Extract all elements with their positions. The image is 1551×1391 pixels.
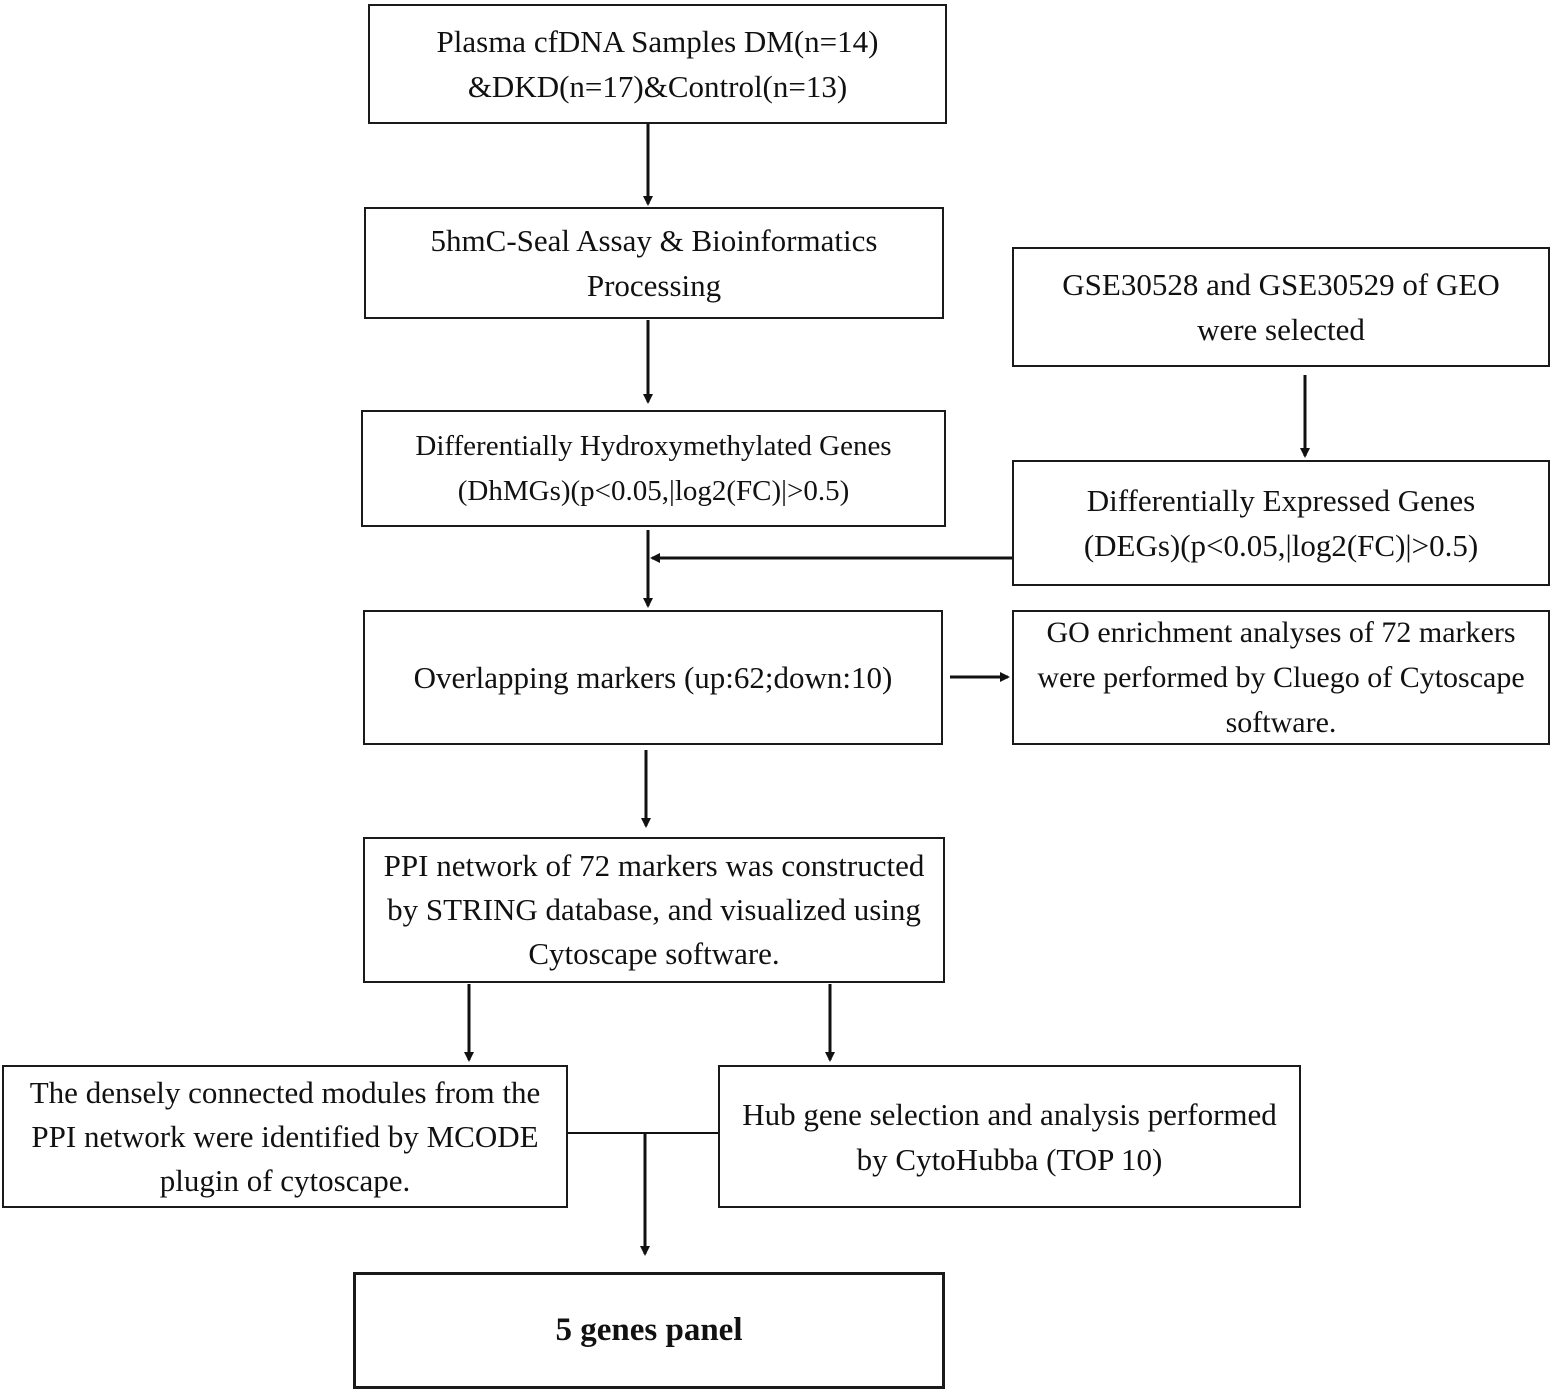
- node-samples-text: Plasma cfDNA Samples DM(n=14) &DKD(n=17)…: [437, 19, 879, 109]
- node-geo: GSE30528 and GSE30529 of GEO were select…: [1012, 247, 1550, 367]
- node-hub-text: Hub gene selection and analysis performe…: [742, 1092, 1277, 1182]
- node-degs-line-2: (DEGs)(p<0.05,|log2(FC)|>0.5): [1083, 528, 1479, 563]
- node-mcode-text: The densely connected modules from the P…: [30, 1071, 540, 1203]
- node-hub: Hub gene selection and analysis performe…: [718, 1065, 1301, 1208]
- node-degs-line-1: Differentially Expressed Genes: [1086, 483, 1476, 518]
- node-dhmgs-text: Differentially Hydroxymethylated Genes (…: [415, 424, 891, 514]
- node-samples-line-2: &DKD(n=17)&Control(n=13): [467, 69, 848, 104]
- node-panel-text: 5 genes panel: [555, 1308, 742, 1353]
- node-degs-text: Differentially Expressed Genes (DEGs)(p<…: [1084, 478, 1478, 568]
- node-mcode-line-2: PPI network were identified by MCODE: [31, 1118, 539, 1154]
- node-assay-text: 5hmC-Seal Assay & Bioinformatics Process…: [431, 218, 878, 308]
- node-panel-line-1: 5 genes panel: [555, 1312, 743, 1348]
- node-mcode-line-3: plugin of cytoscape.: [159, 1162, 411, 1198]
- node-panel: 5 genes panel: [353, 1272, 945, 1389]
- node-ppi-line-3: Cytoscape software.: [528, 936, 780, 971]
- node-go-line-1: GO enrichment analyses of 72 markers: [1046, 616, 1516, 649]
- node-go-text: GO enrichment analyses of 72 markers wer…: [1037, 610, 1524, 745]
- node-ppi-text: PPI network of 72 markers was constructe…: [384, 844, 925, 976]
- node-geo-text: GSE30528 and GSE30529 of GEO were select…: [1062, 262, 1499, 352]
- node-geo-line-1: GSE30528 and GSE30529 of GEO: [1062, 267, 1500, 302]
- node-go-line-2: were performed by Cluego of Cytoscape: [1037, 661, 1525, 694]
- node-hub-line-2: by CytoHubba (TOP 10): [856, 1141, 1163, 1177]
- node-mcode-line-1: The densely connected modules from the: [29, 1074, 541, 1110]
- node-go: GO enrichment analyses of 72 markers wer…: [1012, 610, 1550, 745]
- node-go-line-3: software.: [1225, 706, 1337, 739]
- node-ppi-line-2: by STRING database, and visualized using: [387, 892, 921, 927]
- node-ppi-line-1: PPI network of 72 markers was constructe…: [383, 848, 925, 883]
- node-assay: 5hmC-Seal Assay & Bioinformatics Process…: [364, 207, 944, 319]
- node-overlap-line-1: Overlapping markers (up:62;down:10): [413, 660, 893, 695]
- node-overlap-text: Overlapping markers (up:62;down:10): [414, 655, 893, 700]
- node-mcode: The densely connected modules from the P…: [2, 1065, 568, 1208]
- node-dhmgs-line-1: Differentially Hydroxymethylated Genes: [415, 429, 892, 462]
- node-assay-line-1: 5hmC-Seal Assay & Bioinformatics: [430, 223, 878, 258]
- node-geo-line-2: were selected: [1197, 312, 1365, 347]
- node-dhmgs-line-2: (DhMGs)(p<0.05,|log2(FC)|>0.5): [457, 474, 850, 507]
- node-samples-line-1: Plasma cfDNA Samples DM(n=14): [436, 24, 879, 59]
- node-samples: Plasma cfDNA Samples DM(n=14) &DKD(n=17)…: [368, 4, 947, 124]
- node-degs: Differentially Expressed Genes (DEGs)(p<…: [1012, 460, 1550, 586]
- node-assay-line-2: Processing: [586, 268, 722, 303]
- node-ppi: PPI network of 72 markers was constructe…: [363, 837, 945, 983]
- node-overlap: Overlapping markers (up:62;down:10): [363, 610, 943, 745]
- node-dhmgs: Differentially Hydroxymethylated Genes (…: [361, 410, 946, 527]
- node-hub-line-1: Hub gene selection and analysis performe…: [742, 1096, 1277, 1132]
